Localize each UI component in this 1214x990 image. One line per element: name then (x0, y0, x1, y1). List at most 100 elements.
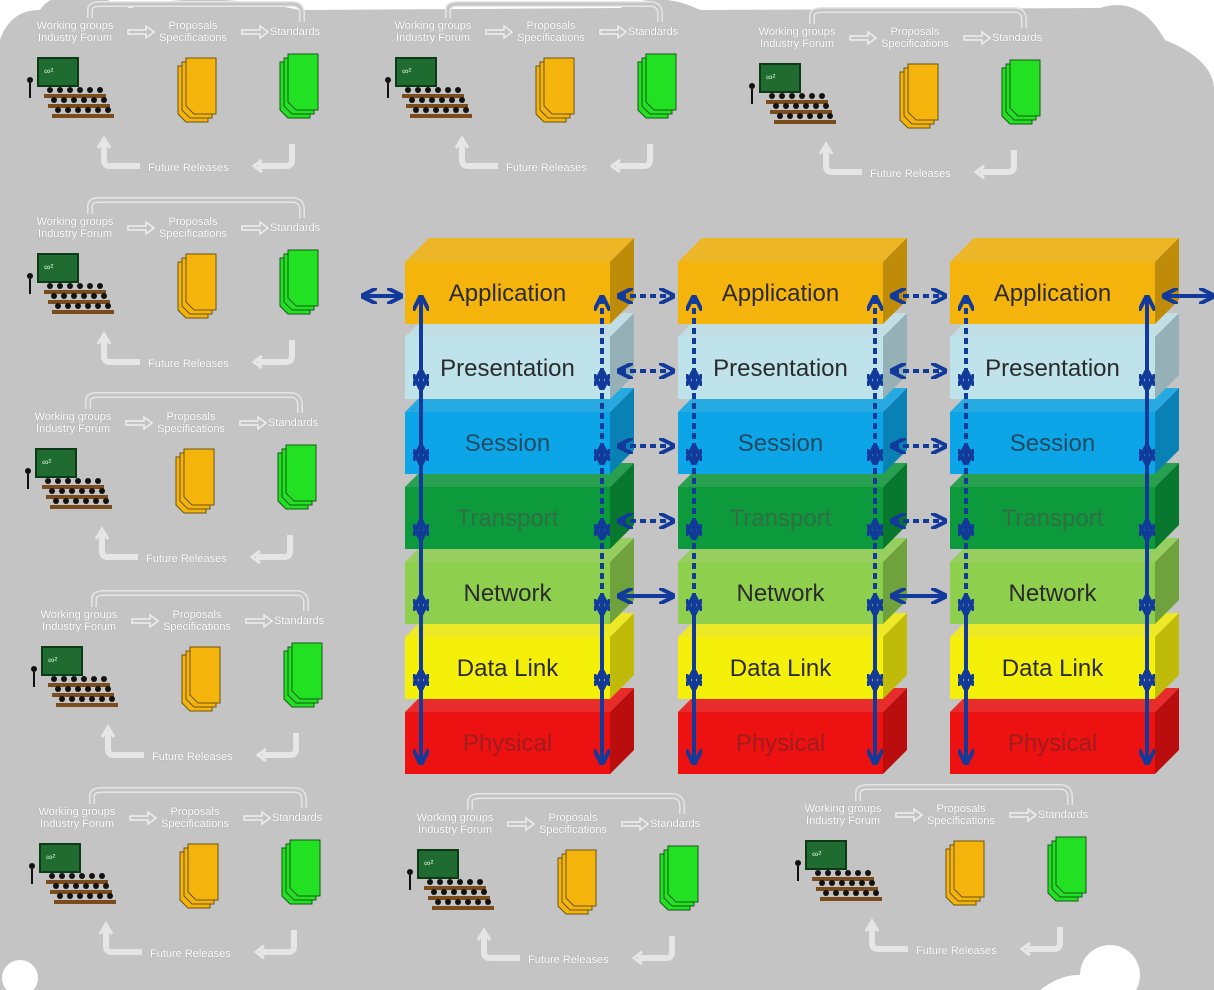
future-releases-label: Future Releases (150, 948, 231, 960)
svg-text:∞²: ∞² (42, 457, 51, 467)
layer-data-link-block: Data Link (950, 613, 1179, 699)
layer-network-block: Network (678, 538, 907, 624)
future-releases-label: Future Releases (916, 945, 997, 957)
layer-network-block: Network (405, 538, 634, 624)
layer-label: Transport (730, 505, 832, 532)
standards-label: Standards (992, 32, 1043, 44)
layer-label: Transport (457, 505, 559, 532)
standards-label: Standards (650, 818, 701, 830)
layer-label: Physical (736, 730, 825, 757)
cycle-graphics: ∞² (27, 1, 319, 174)
future-releases-label: Future Releases (148, 162, 229, 174)
layer-transport-block: Transport (405, 463, 634, 549)
cycle-graphics: ∞² (25, 392, 317, 565)
layer-label: Presentation (985, 355, 1120, 382)
layer-label: Network (736, 580, 825, 607)
standards-label: Standards (270, 222, 321, 234)
future-releases-label: Future Releases (870, 168, 951, 180)
layer-label: Transport (1002, 505, 1104, 532)
layer-session-block: Session (405, 388, 634, 474)
layer-session-block: Session (950, 388, 1179, 474)
future-releases-label: Future Releases (148, 358, 229, 370)
svg-text:∞²: ∞² (48, 655, 57, 665)
cycle-graphics: ∞² (749, 7, 1041, 180)
future-releases-label: Future Releases (152, 751, 233, 763)
cycle-graphics: ∞² (29, 787, 321, 960)
svg-text:∞²: ∞² (44, 66, 53, 76)
layer-label: Session (1010, 430, 1095, 457)
layer-label: Data Link (1002, 655, 1104, 682)
layer-data-link-block: Data Link (678, 613, 907, 699)
layer-label: Application (722, 280, 839, 307)
cycle-graphics: ∞² (407, 793, 699, 966)
layer-label: Application (994, 280, 1111, 307)
layer-label: Network (463, 580, 552, 607)
layer-network-block: Network (950, 538, 1179, 624)
layer-label: Presentation (440, 355, 575, 382)
layer-transport-block: Transport (950, 463, 1179, 549)
standards-label: Standards (268, 417, 319, 429)
cycle-graphics: ∞² (31, 590, 323, 763)
layer-presentation-block: Presentation (950, 313, 1179, 399)
svg-text:∞²: ∞² (812, 849, 821, 859)
layer-physical-block: Physical (678, 688, 907, 774)
layer-label: Presentation (713, 355, 848, 382)
layer-application-block: Application (950, 238, 1179, 324)
layer-label: Network (1008, 580, 1097, 607)
svg-text:∞²: ∞² (46, 852, 55, 862)
layer-label: Session (738, 430, 823, 457)
standards-label: Standards (274, 615, 325, 627)
cycle-graphics: ∞² (385, 1, 677, 174)
layer-label: Data Link (457, 655, 559, 682)
cycle-graphics: ∞² (27, 197, 319, 370)
svg-text:∞²: ∞² (424, 858, 433, 868)
layer-application-block: Application (405, 238, 634, 324)
layer-session-block: Session (678, 388, 907, 474)
svg-text:∞²: ∞² (44, 262, 53, 272)
layer-label: Data Link (730, 655, 832, 682)
layer-physical-block: Physical (950, 688, 1179, 774)
layer-application-block: Application (678, 238, 907, 324)
svg-text:∞²: ∞² (402, 66, 411, 76)
standards-label: Standards (272, 812, 323, 824)
future-releases-label: Future Releases (506, 162, 587, 174)
future-releases-label: Future Releases (528, 954, 609, 966)
layer-label: Session (465, 430, 550, 457)
layer-presentation-block: Presentation (678, 313, 907, 399)
layer-label: Application (449, 280, 566, 307)
layer-transport-block: Transport (678, 463, 907, 549)
layer-presentation-block: Presentation (405, 313, 634, 399)
layer-label: Physical (463, 730, 552, 757)
svg-text:∞²: ∞² (766, 72, 775, 82)
standards-label: Standards (1038, 809, 1089, 821)
cycle-graphics: ∞² (795, 784, 1087, 957)
layer-label: Physical (1008, 730, 1097, 757)
layer-data-link-block: Data Link (405, 613, 634, 699)
standards-label: Standards (270, 26, 321, 38)
